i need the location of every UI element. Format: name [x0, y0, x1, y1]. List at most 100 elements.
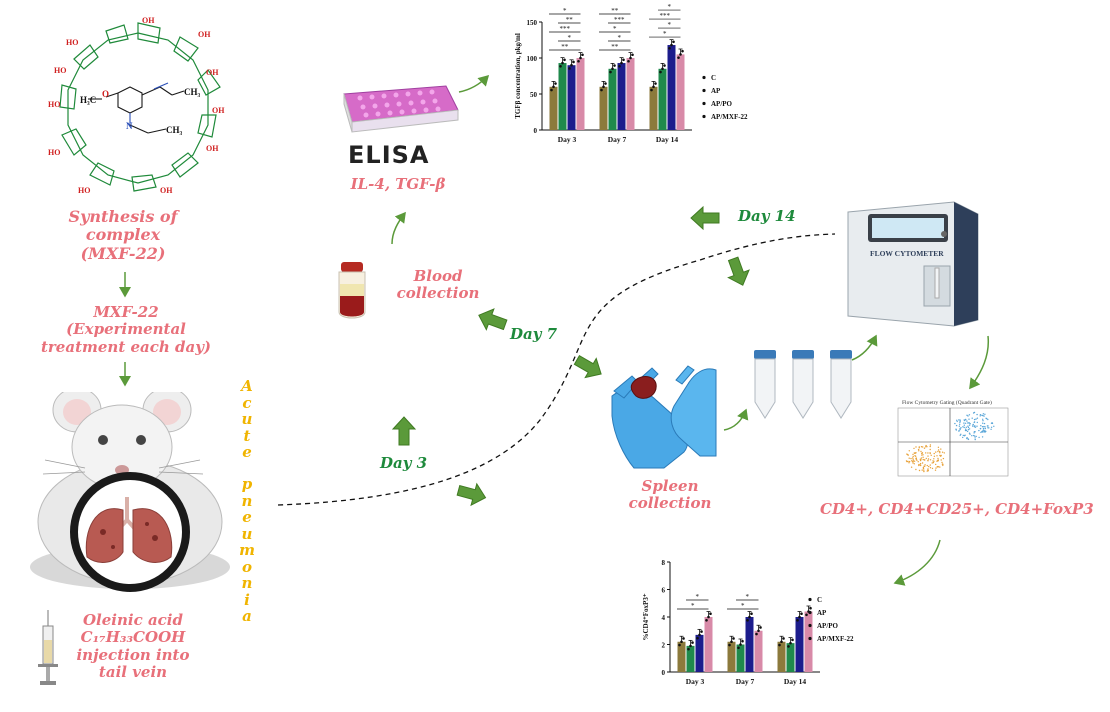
- scatter-dot: [973, 434, 975, 437]
- scatter-dot: [918, 464, 920, 467]
- scatter-dot: [971, 435, 973, 437]
- scatter-dot: [954, 422, 956, 425]
- data-point: [689, 644, 692, 648]
- legend-marker: [702, 75, 706, 80]
- scatter-dot: [941, 451, 944, 453]
- data-point: [654, 82, 657, 85]
- scatter-dot: [913, 463, 915, 465]
- scatter-dot: [921, 452, 924, 454]
- block-arrow-day14-left: [690, 205, 720, 231]
- data-point: [728, 643, 731, 647]
- y-tick-label: 2: [662, 642, 666, 650]
- bar: [745, 617, 754, 672]
- scatter-dot: [920, 458, 922, 461]
- scatter-dot: [982, 418, 984, 420]
- scatter-dot: [927, 459, 929, 462]
- molecule-oh-11: HO: [54, 66, 66, 75]
- scatter-dot: [913, 447, 915, 450]
- scatter-dot: [921, 454, 923, 456]
- significance-label: *: [668, 21, 672, 29]
- scatter-dot: [969, 423, 971, 425]
- molecule-oh-10: HO: [48, 100, 60, 109]
- significance-label: **: [566, 16, 574, 24]
- scatter-dot: [935, 467, 937, 469]
- scatter-dot: [927, 468, 929, 470]
- scatter-dot: [933, 458, 935, 460]
- data-point: [618, 64, 621, 68]
- scatter-dot: [939, 450, 941, 453]
- scatter-dot: [963, 419, 965, 421]
- scatter-dot: [908, 457, 910, 459]
- legend-marker: [808, 610, 812, 615]
- scatter-dot: [923, 459, 926, 461]
- data-point: [677, 56, 680, 59]
- x-tick-label: Day 3: [686, 677, 705, 686]
- injection-label: Oleinic acid C₁₇H₃₃COOH injection into t…: [58, 611, 208, 681]
- scatter-dot: [937, 457, 939, 460]
- scatter-dot: [919, 462, 922, 465]
- scatter-dot: [920, 457, 923, 459]
- scatter-dot: [955, 424, 958, 427]
- data-point: [755, 632, 758, 636]
- scatter-dot: [966, 430, 969, 433]
- scatter-dot: [966, 437, 968, 440]
- significance-label: *: [618, 34, 622, 42]
- data-point: [552, 85, 555, 89]
- bar: [626, 58, 635, 130]
- data-point: [554, 82, 557, 85]
- pneumonia-letter: n: [241, 491, 253, 510]
- scatter-dot: [978, 429, 980, 432]
- molecule-h3c: H₃C: [80, 95, 96, 105]
- scatter-dot: [974, 437, 976, 439]
- data-point: [707, 615, 710, 619]
- elisa-title: ELISA: [348, 141, 430, 169]
- data-point: [652, 85, 655, 89]
- scatter-dot: [908, 450, 910, 452]
- scatter-dot: [915, 446, 917, 448]
- block-arrow-day3-up: [391, 416, 417, 446]
- bar: [658, 68, 667, 130]
- scatter-dot: [928, 465, 930, 468]
- scatter-dot: [908, 460, 911, 463]
- scatter-dot: [908, 462, 910, 464]
- scatter-dot: [968, 418, 970, 420]
- bar: [676, 54, 685, 130]
- acute-letter: c: [242, 393, 252, 412]
- scatter-dot: [935, 463, 937, 466]
- scatter-dot: [918, 446, 920, 448]
- data-point: [681, 49, 684, 53]
- scatter-dot: [910, 457, 912, 460]
- legend-label: AP/MXF-22: [817, 635, 854, 643]
- significance-label: ***: [614, 16, 625, 24]
- data-point: [696, 636, 699, 640]
- scatter-dot: [979, 414, 982, 416]
- legend-marker: [702, 88, 706, 93]
- scatter-dot: [922, 454, 924, 456]
- blood-tube-icon: [338, 262, 366, 319]
- data-point: [577, 59, 580, 63]
- legend-marker: [702, 114, 706, 119]
- scatter-dot: [974, 425, 976, 427]
- scatter-dot: [940, 454, 942, 457]
- scatter-dot: [922, 446, 924, 448]
- bar: [558, 63, 567, 130]
- scatter-dot: [912, 455, 914, 458]
- data-point: [691, 641, 694, 644]
- pneumonia-letter: a: [242, 607, 252, 625]
- data-point: [782, 637, 785, 640]
- scatter-dot: [933, 452, 935, 455]
- data-point: [737, 646, 740, 650]
- data-point: [789, 641, 792, 645]
- scatter-dot: [967, 425, 969, 427]
- synthesis-line-1: Synthesis of: [68, 207, 178, 226]
- scatter-dot: [921, 469, 923, 471]
- scatter-dot: [925, 452, 927, 454]
- flow-cytometer-label: FLOW CYTOMETER: [870, 249, 944, 258]
- scatter-dot: [993, 425, 995, 427]
- data-point: [757, 629, 760, 633]
- scatter-dot: [936, 455, 938, 457]
- flow-markers-label: CD4+, CD4+CD25+, CD4+FoxP3: [820, 500, 1094, 518]
- data-point: [570, 63, 573, 67]
- significance-label: **: [561, 43, 569, 51]
- significance-label: ***: [660, 12, 671, 20]
